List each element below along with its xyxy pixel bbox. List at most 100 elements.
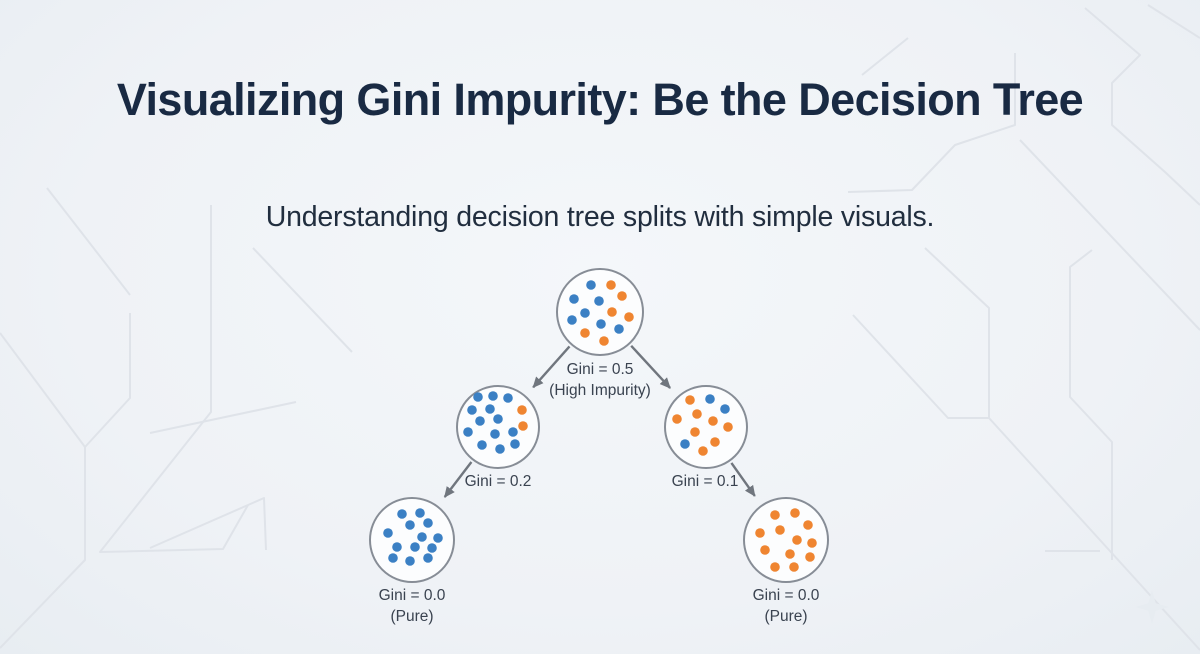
decor-trace-line	[1084, 7, 1200, 206]
node-gini-label: Gini = 0.5	[567, 361, 634, 378]
class-blue-dot	[586, 280, 596, 290]
split-arrow-root-to-split-right	[630, 344, 671, 389]
class-orange-dot	[785, 549, 795, 559]
decor-trace-line	[861, 37, 909, 76]
class-blue-dot	[510, 439, 520, 449]
class-blue-dot	[488, 391, 498, 401]
class-blue-dot	[503, 393, 513, 403]
decor-trace-line	[1019, 139, 1200, 331]
decor-trace-line	[1069, 249, 1113, 560]
class-orange-dot	[607, 307, 617, 317]
split-arrow-root-to-split-left	[532, 345, 571, 389]
class-blue-dot	[417, 532, 427, 542]
class-blue-dot	[423, 553, 433, 563]
decor-trace-line	[1147, 4, 1200, 39]
node-circle	[456, 385, 540, 469]
tree-node-leaf-right: Gini = 0.0 (Pure)	[743, 497, 829, 625]
class-blue-dot	[410, 542, 420, 552]
decor-trace-line	[149, 497, 267, 551]
class-orange-dot	[807, 538, 817, 548]
class-blue-dot	[427, 543, 437, 553]
class-orange-dot	[672, 414, 682, 424]
class-orange-dot	[606, 280, 616, 290]
class-orange-dot	[690, 427, 700, 437]
class-blue-dot	[485, 404, 495, 414]
class-orange-dot	[723, 422, 733, 432]
class-blue-dot	[596, 319, 606, 329]
class-orange-dot	[617, 291, 627, 301]
split-arrow-split-left-to-leaf-left	[443, 461, 473, 498]
class-blue-dot	[567, 315, 577, 325]
class-orange-dot	[685, 395, 695, 405]
class-orange-dot	[755, 528, 765, 538]
class-blue-dot	[680, 439, 690, 449]
decor-trace-line	[149, 401, 297, 434]
class-orange-dot	[792, 535, 802, 545]
class-orange-dot	[599, 336, 609, 346]
page-title: Visualizing Gini Impurity: Be the Decisi…	[116, 74, 1084, 125]
node-sublabel: (High Impurity)	[549, 382, 651, 399]
tree-node-root: Gini = 0.5 (High Impurity)	[549, 268, 651, 399]
tree-node-split-left: Gini = 0.2	[456, 385, 540, 490]
class-orange-dot	[517, 405, 527, 415]
class-orange-dot	[708, 416, 718, 426]
decor-trace-line	[99, 205, 249, 553]
node-gini-label: Gini = 0.1	[672, 473, 739, 490]
class-blue-dot	[405, 520, 415, 530]
tree-node-leaf-left: Gini = 0.0 (Pure)	[369, 497, 455, 625]
decor-trace-line	[847, 53, 1016, 193]
class-orange-dot	[518, 421, 528, 431]
node-gini-label: Gini = 0.2	[465, 473, 532, 490]
node-gini-label: Gini = 0.0	[753, 587, 820, 604]
class-blue-dot	[383, 528, 393, 538]
class-blue-dot	[493, 414, 503, 424]
class-orange-dot	[710, 437, 720, 447]
class-blue-dot	[433, 533, 443, 543]
class-blue-dot	[594, 296, 604, 306]
class-orange-dot	[790, 508, 800, 518]
class-orange-dot	[789, 562, 799, 572]
class-blue-dot	[473, 392, 483, 402]
class-blue-dot	[477, 440, 487, 450]
decor-trace-line	[0, 332, 86, 649]
class-blue-dot	[463, 427, 473, 437]
class-blue-dot	[467, 405, 477, 415]
decor-trace-line	[852, 314, 989, 419]
class-blue-dot	[475, 416, 485, 426]
decor-trace-line	[252, 247, 353, 353]
class-blue-dot	[423, 518, 433, 528]
tree-node-split-right: Gini = 0.1	[664, 385, 748, 490]
decor-trace-line	[84, 313, 131, 448]
class-blue-dot	[392, 542, 402, 552]
decor-trace-line	[924, 247, 1200, 651]
class-blue-dot	[388, 553, 398, 563]
class-blue-dot	[415, 508, 425, 518]
class-orange-dot	[698, 446, 708, 456]
class-orange-dot	[760, 545, 770, 555]
class-orange-dot	[775, 525, 785, 535]
class-blue-dot	[405, 556, 415, 566]
class-orange-dot	[624, 312, 634, 322]
class-blue-dot	[508, 427, 518, 437]
class-blue-dot	[614, 324, 624, 334]
decor-trace-line	[46, 187, 131, 296]
split-arrow-split-right-to-leaf-right	[730, 462, 756, 497]
node-circle	[743, 497, 829, 583]
class-blue-dot	[580, 308, 590, 318]
class-orange-dot	[692, 409, 702, 419]
class-blue-dot	[705, 394, 715, 404]
page-subtitle: Understanding decision tree splits with …	[265, 201, 935, 233]
class-blue-dot	[720, 404, 730, 414]
node-sublabel: (Pure)	[764, 608, 807, 625]
class-orange-dot	[770, 562, 780, 572]
node-gini-label: Gini = 0.0	[379, 587, 446, 604]
node-circle	[556, 268, 644, 356]
class-orange-dot	[580, 328, 590, 338]
star-watermark-icon	[1135, 590, 1169, 624]
class-orange-dot	[805, 552, 815, 562]
class-blue-dot	[569, 294, 579, 304]
node-sublabel: (Pure)	[390, 608, 433, 625]
